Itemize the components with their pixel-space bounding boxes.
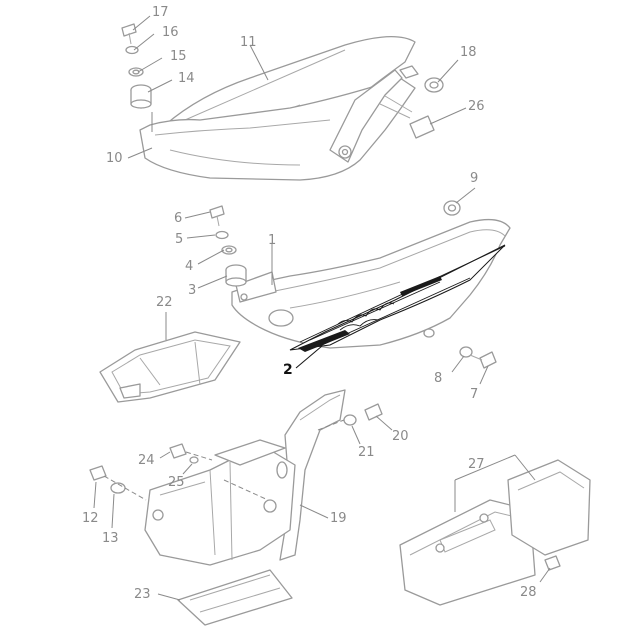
part-23-mat xyxy=(157,569,293,626)
callout-1: 1 xyxy=(268,233,276,248)
fastener-stack-14-17 xyxy=(121,23,152,109)
callout-18: 18 xyxy=(460,45,477,60)
upper-side-cover-group xyxy=(121,15,467,181)
callout-5: 5 xyxy=(175,232,183,247)
callout-2: 2 xyxy=(283,362,293,378)
callout-labels: 17 16 15 14 11 10 18 26 9 6 5 4 3 1 22 2… xyxy=(82,5,537,602)
callout-3: 3 xyxy=(188,283,196,298)
callout-12: 12 xyxy=(82,511,99,526)
callout-17: 17 xyxy=(152,5,169,20)
part-9-grommet xyxy=(443,200,461,216)
part-19-battery-box xyxy=(144,389,346,566)
callout-25: 25 xyxy=(168,475,185,490)
callout-21: 21 xyxy=(358,445,375,460)
part-1-side-cover xyxy=(231,218,511,349)
fastener-stack-3-6 xyxy=(209,205,247,287)
callout-6: 6 xyxy=(174,211,182,226)
decal-leader xyxy=(295,345,323,369)
callout-22: 22 xyxy=(156,295,173,310)
callout-13: 13 xyxy=(102,531,119,546)
callout-19: 19 xyxy=(330,511,347,526)
fastener-stack-7-8 xyxy=(459,346,497,369)
fastener-stack-20-21 xyxy=(317,403,393,445)
callout-9: 9 xyxy=(470,171,478,186)
part-2-decal xyxy=(289,244,506,352)
callout-28: 28 xyxy=(520,585,537,600)
callout-26: 26 xyxy=(468,99,485,114)
callout-27: 27 xyxy=(468,457,485,472)
part-22-tray xyxy=(99,312,241,403)
callout-14: 14 xyxy=(178,71,195,86)
part-26-spacer xyxy=(409,115,435,139)
callout-23: 23 xyxy=(134,587,151,602)
callout-8: 8 xyxy=(434,371,442,386)
part-27-tool-box xyxy=(399,454,591,606)
fastener-stack-24-25 xyxy=(159,443,213,475)
callout-24: 24 xyxy=(138,453,155,468)
callout-10: 10 xyxy=(106,151,123,166)
callout-7: 7 xyxy=(470,387,478,402)
callout-15: 15 xyxy=(170,49,187,64)
fastener-stack-12-13 xyxy=(89,465,147,529)
callout-20: 20 xyxy=(392,429,409,444)
cover-bracket xyxy=(329,69,403,163)
callout-16: 16 xyxy=(162,25,179,40)
callout-11: 11 xyxy=(240,35,257,50)
callout-4: 4 xyxy=(185,259,193,274)
main-side-cover-group xyxy=(184,187,511,385)
